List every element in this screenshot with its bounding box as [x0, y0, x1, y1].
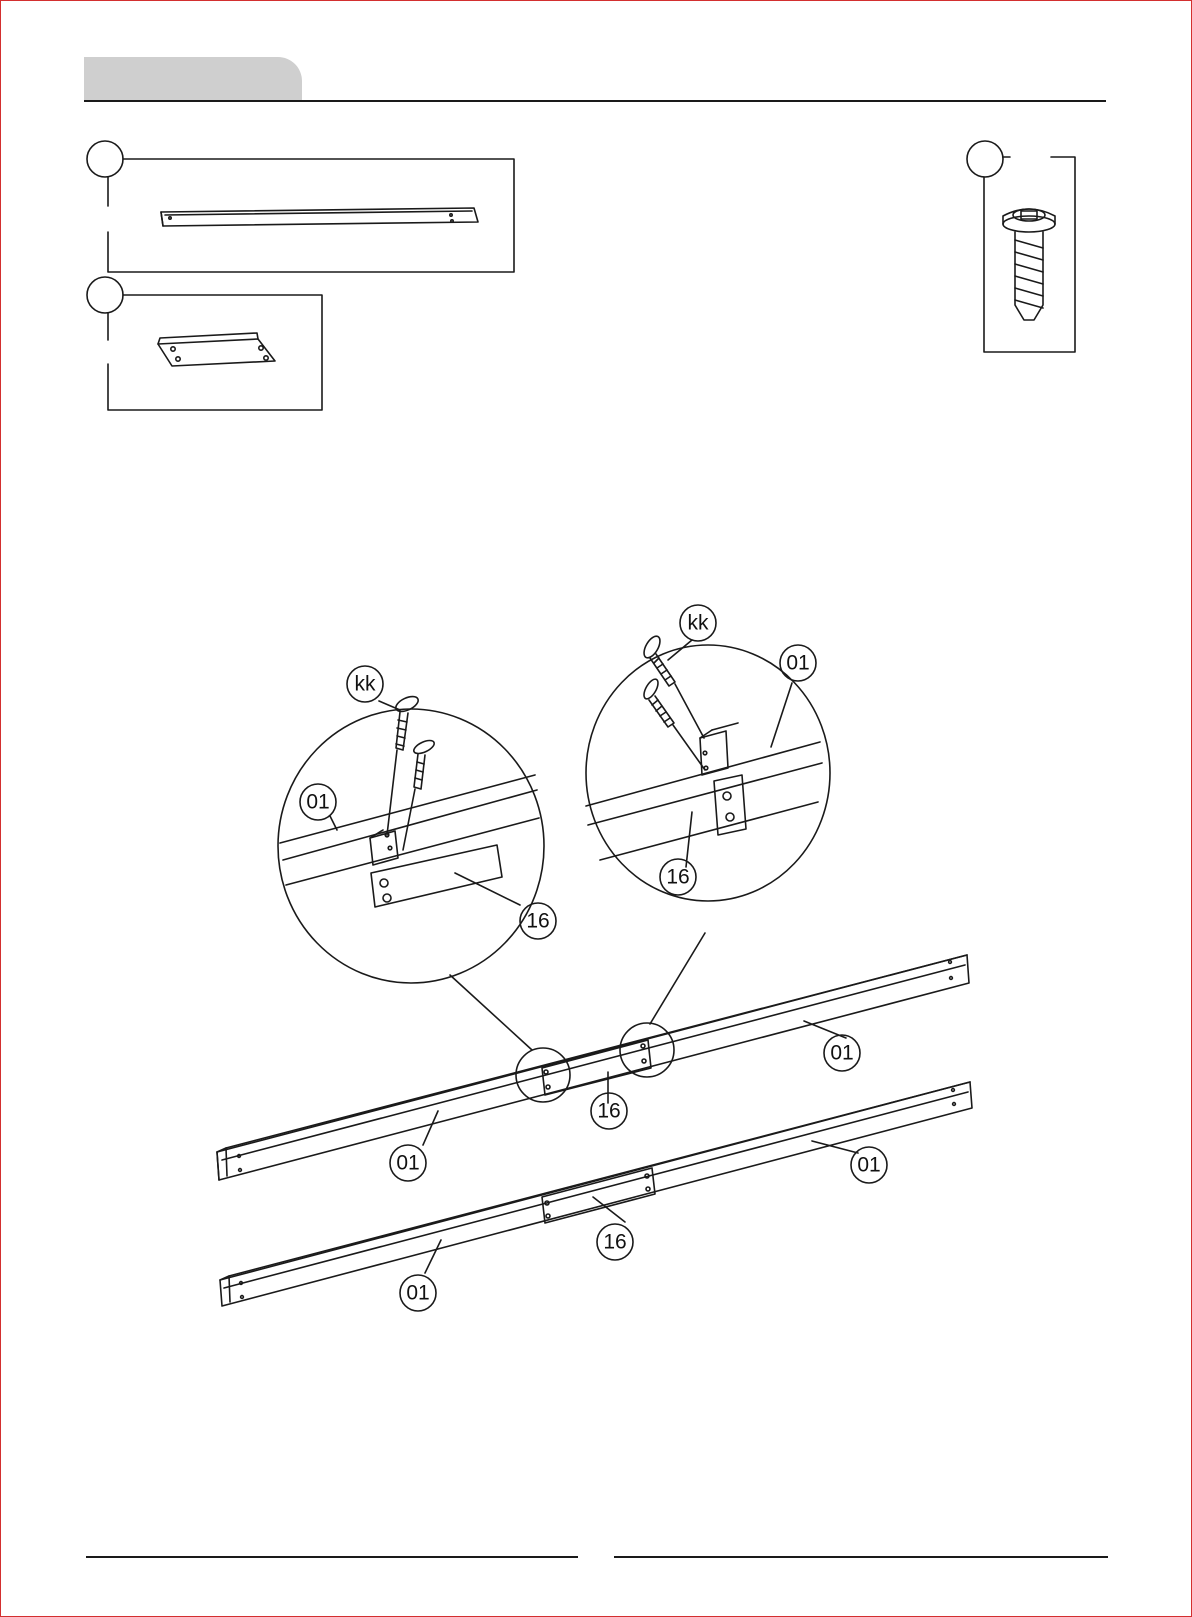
- screw-icon: [394, 693, 421, 750]
- part-number-circle: [87, 277, 123, 313]
- label-01: 01: [786, 652, 809, 675]
- label-kk: kk: [355, 673, 377, 696]
- lower-rail-assembly: [220, 1082, 972, 1306]
- footer-rule-right: [614, 1556, 1108, 1558]
- label-16: 16: [666, 866, 689, 889]
- parts-box-board: [87, 141, 514, 272]
- label-01: 01: [406, 1282, 429, 1305]
- upper-rail: [217, 955, 969, 1180]
- upper-rail-assembly: [217, 955, 969, 1180]
- detail-leader-right: [650, 933, 705, 1024]
- label-16: 16: [603, 1231, 626, 1254]
- parts-box-bracket: [87, 277, 322, 410]
- label-kk: kk: [688, 612, 710, 635]
- label-01: 01: [857, 1154, 880, 1177]
- footer-rule-left: [86, 1556, 578, 1558]
- label-01: 01: [306, 791, 329, 814]
- parts-box-screw: [967, 141, 1075, 352]
- label-01: 01: [830, 1042, 853, 1065]
- screw-icon: [412, 738, 436, 789]
- bracket-16-upper: [542, 1040, 651, 1095]
- detail-leader-left: [450, 975, 532, 1050]
- part-number-circle: [967, 141, 1003, 177]
- part-number-circle: [87, 141, 123, 177]
- bracket-part-icon: [158, 333, 275, 366]
- screw-icon: [641, 634, 675, 686]
- label-16: 16: [597, 1100, 620, 1123]
- detail-view-left: [278, 693, 544, 983]
- board-part-icon: [161, 208, 478, 226]
- screw-icon: [641, 677, 674, 727]
- screw-part-icon: [1003, 209, 1055, 320]
- label-16: 16: [526, 910, 549, 933]
- label-01: 01: [396, 1152, 419, 1175]
- lower-rail: [220, 1082, 972, 1306]
